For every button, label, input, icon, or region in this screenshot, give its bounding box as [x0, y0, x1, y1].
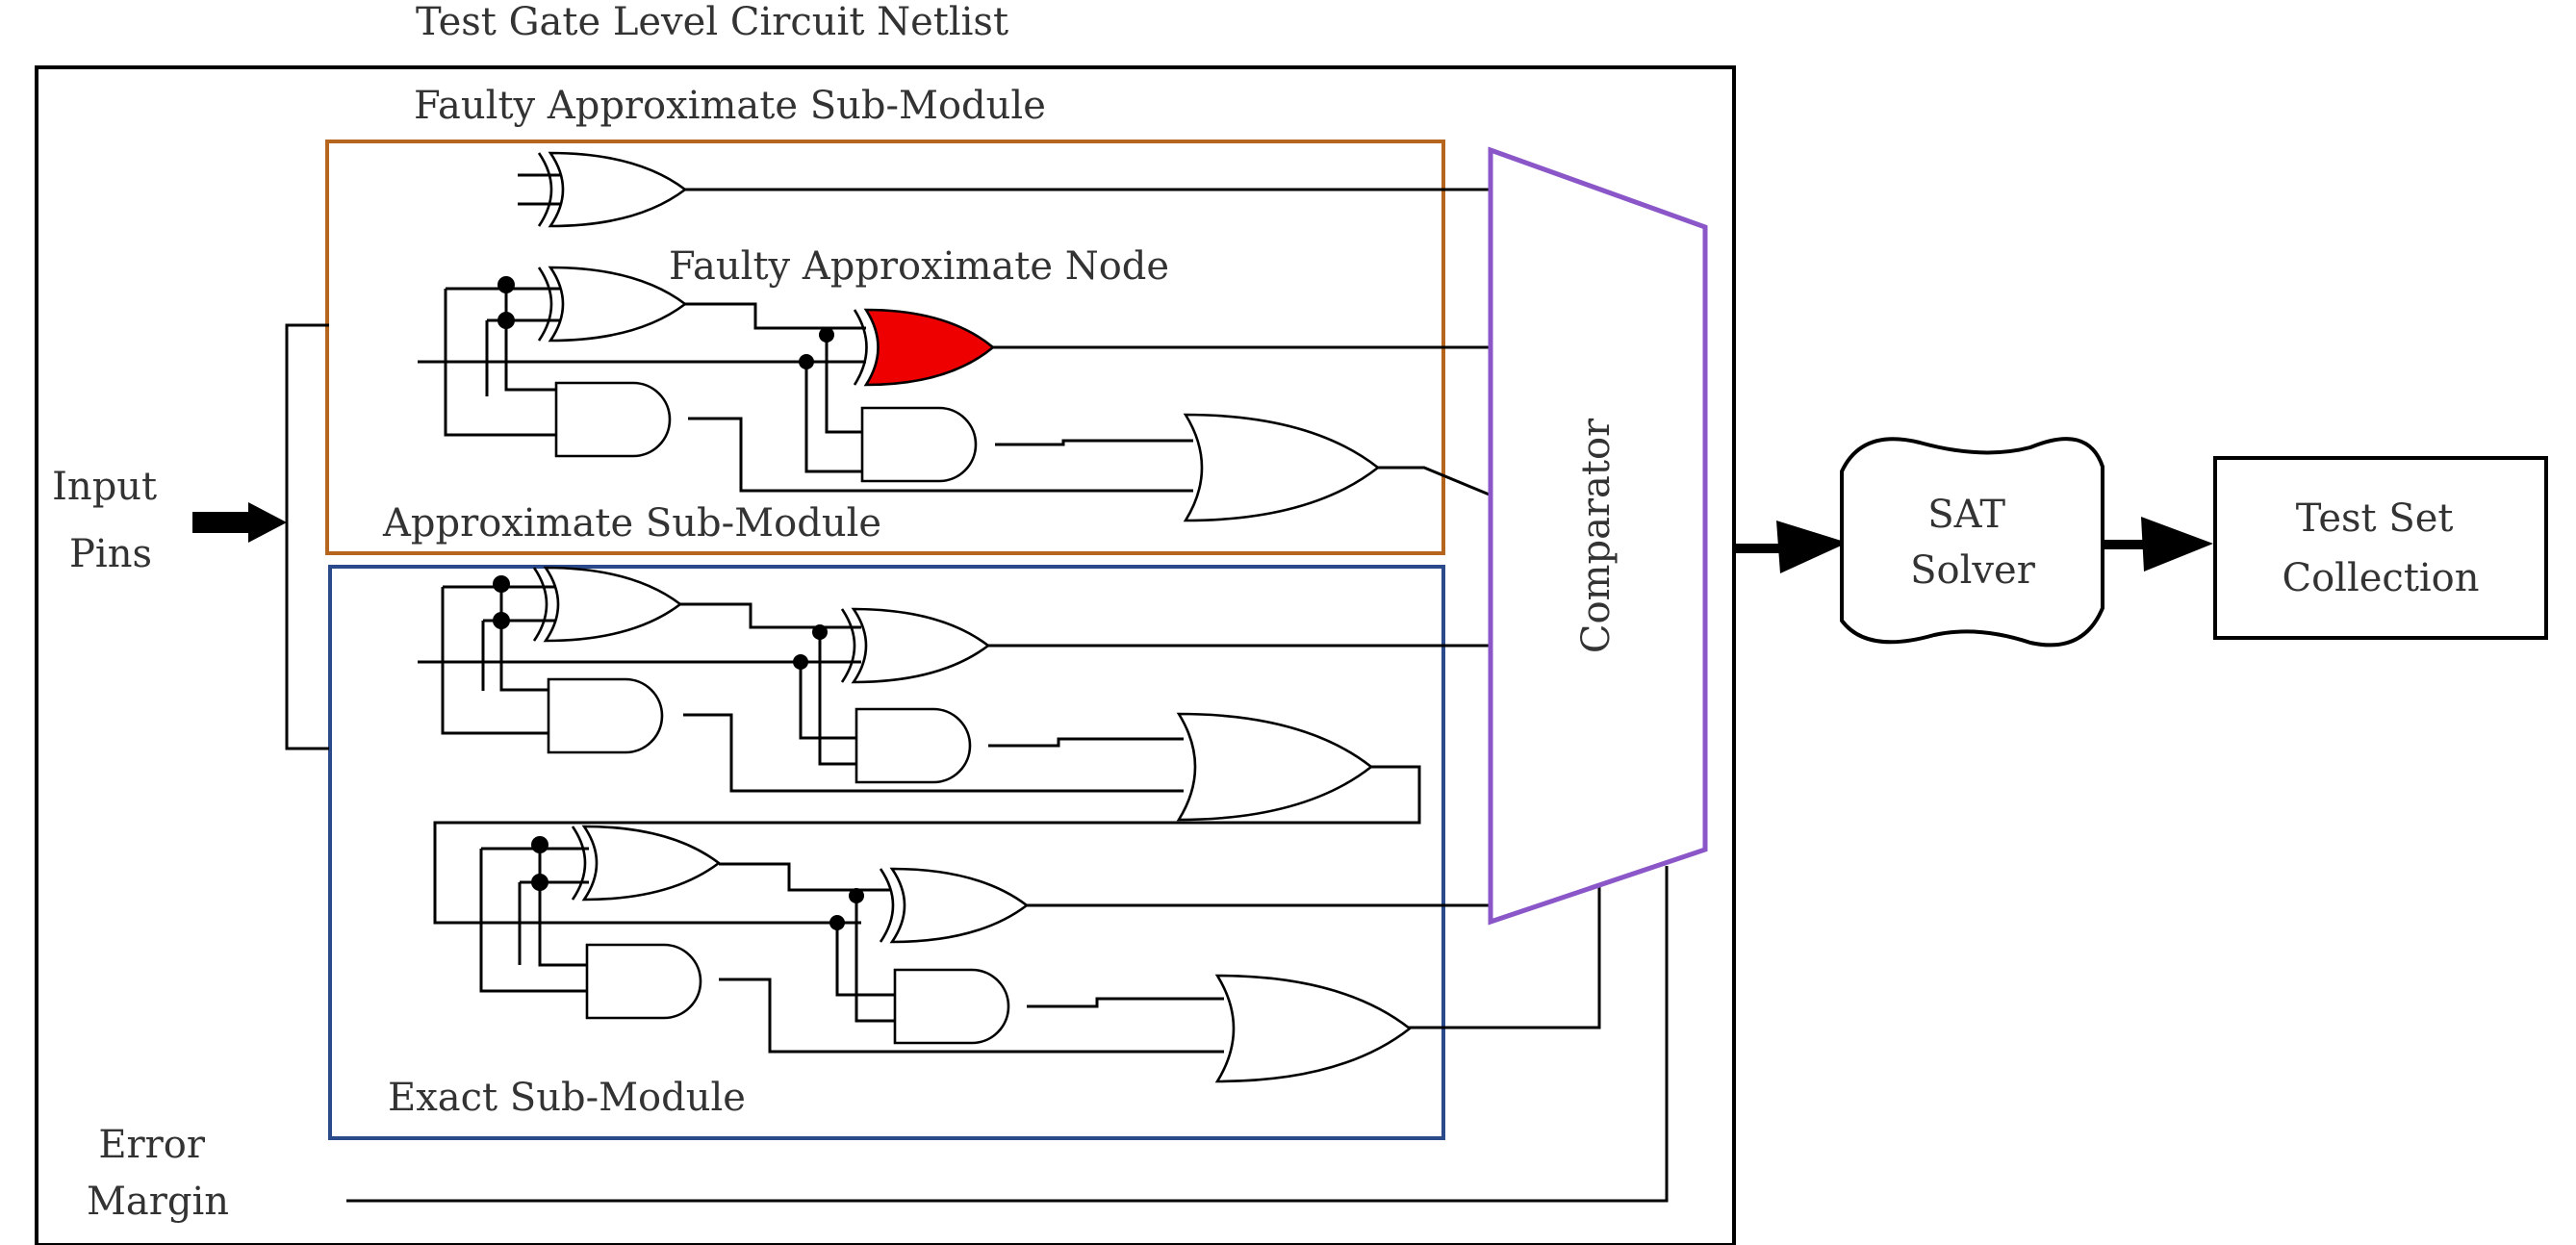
comparator-label: Comparator — [1574, 418, 1619, 653]
and-gate-icon — [554, 381, 672, 458]
arrow-head — [2141, 517, 2213, 572]
exact-submodule-label: Exact Sub-Module — [388, 1076, 746, 1120]
sat-solver-shape — [1840, 437, 2104, 648]
xor-gate-icon — [537, 266, 687, 343]
xor-gate-icon — [840, 607, 990, 684]
and-gate-icon — [547, 677, 664, 754]
input-arrow-head — [248, 502, 287, 543]
and-gate-icon — [585, 943, 702, 1020]
exact-circuit-1 — [418, 566, 1492, 925]
faulty-approximate-circuit — [418, 151, 1492, 522]
exact-circuit-2 — [479, 825, 1601, 1083]
test-set-label: Test Set Collection — [2282, 496, 2479, 600]
and-gate-icon — [860, 406, 978, 483]
faulty-submodule-label: Faulty Approximate Sub-Module — [414, 84, 1046, 128]
or-gate-icon — [1177, 712, 1373, 822]
netlist-box — [35, 65, 1736, 1245]
test-set-box — [2213, 456, 2548, 640]
xor-gate-icon — [879, 867, 1029, 944]
error-margin-label: Error Margin — [87, 1123, 229, 1224]
faulty-approximate-node — [853, 308, 996, 387]
test-set-collection: Test Set Collection — [2213, 456, 2548, 640]
sat-solver: SAT Solver — [1840, 437, 2104, 648]
approximate-submodule-label: Approximate Sub-Module — [382, 501, 881, 546]
or-gate-icon — [1184, 413, 1380, 522]
error-margin-wire — [346, 866, 1669, 1203]
input-pins-label: Input Pins — [52, 465, 169, 576]
comparator: Comparator — [1488, 146, 1708, 926]
diagram-title: Test Gate Level Circuit Netlist — [416, 0, 1008, 44]
xor-gate-icon — [571, 825, 721, 902]
xor-gate-icon — [537, 151, 687, 228]
faulty-node-label: Faulty Approximate Node — [669, 244, 1169, 289]
sat-solver-label: SAT Solver — [1910, 493, 2036, 593]
exact-submodule-box — [328, 565, 1445, 1140]
arrow-head — [1776, 521, 1848, 573]
or-gate-icon — [1215, 974, 1412, 1083]
and-gate-icon — [854, 707, 972, 784]
input-bracket — [285, 323, 329, 750]
and-gate-icon — [893, 968, 1010, 1045]
xor-gate-icon — [532, 566, 682, 643]
comparator-shape — [1488, 146, 1708, 926]
